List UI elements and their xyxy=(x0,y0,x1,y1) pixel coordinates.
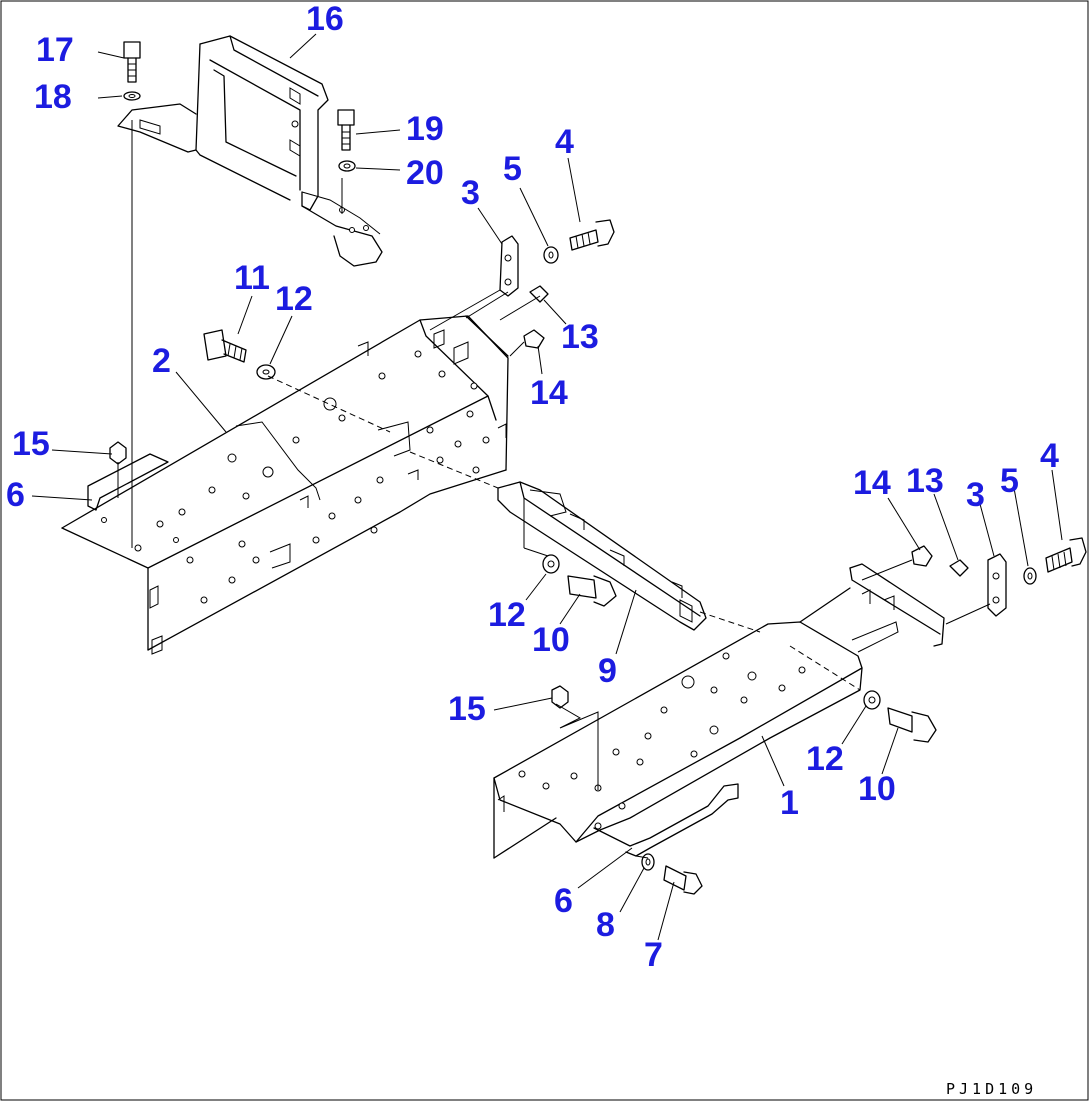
callout-13b: 13 xyxy=(906,462,944,500)
bolt-10a xyxy=(567,575,617,607)
plate-3a xyxy=(499,235,519,297)
washer-20 xyxy=(338,160,356,172)
leader-lines xyxy=(31,33,1063,941)
callout-15a: 15 xyxy=(12,425,50,463)
nut-15a xyxy=(109,441,127,465)
washer-12a xyxy=(256,364,276,380)
callout-4b: 4 xyxy=(1040,437,1059,475)
callout-13a: 13 xyxy=(561,318,599,356)
callout-11: 11 xyxy=(234,259,270,297)
part-2-frame xyxy=(61,315,509,655)
bolt-4b xyxy=(1045,537,1087,573)
bolt-4a xyxy=(569,219,615,251)
callout-16: 16 xyxy=(306,0,344,38)
washer-12c xyxy=(863,690,881,710)
part-1-frame xyxy=(493,563,945,859)
callout-4a: 4 xyxy=(555,123,574,161)
callout-14a: 14 xyxy=(530,374,568,412)
callout-5b: 5 xyxy=(1000,462,1019,500)
callout-3b: 3 xyxy=(966,476,985,514)
bolt-11 xyxy=(203,329,247,363)
fitting-14b xyxy=(911,545,933,567)
plate-3b xyxy=(987,553,1007,617)
fitting-13b xyxy=(949,559,969,577)
callout-18: 18 xyxy=(34,78,72,116)
bolt-19 xyxy=(337,109,355,151)
bolt-10b xyxy=(887,707,937,743)
callout-6a: 6 xyxy=(6,476,25,514)
callout-15b: 15 xyxy=(448,690,486,728)
washer-12b xyxy=(542,554,560,574)
callout-labels: 17 16 18 19 20 4 5 3 11 12 2 13 14 15 6 … xyxy=(6,0,1059,974)
bolt-17 xyxy=(123,41,141,83)
callout-20: 20 xyxy=(406,154,444,192)
callout-14b: 14 xyxy=(853,464,891,502)
part-16-bracket xyxy=(117,35,383,267)
callout-9: 9 xyxy=(598,652,617,690)
callout-10b: 10 xyxy=(858,770,896,808)
callout-3a: 3 xyxy=(461,174,480,212)
callout-12b: 12 xyxy=(488,596,526,634)
part-9-crossmember xyxy=(497,481,707,631)
callout-5a: 5 xyxy=(503,150,522,188)
washer-18 xyxy=(123,91,141,101)
bolt-7 xyxy=(663,865,703,895)
fitting-13a xyxy=(529,285,549,303)
callout-19: 19 xyxy=(406,110,444,148)
callout-17: 17 xyxy=(36,31,74,69)
callout-8: 8 xyxy=(596,906,615,944)
callout-12a: 12 xyxy=(275,280,313,318)
callout-12c: 12 xyxy=(806,740,844,778)
callout-2: 2 xyxy=(152,342,171,380)
nut-15b xyxy=(551,685,569,709)
assembly-lines xyxy=(117,120,991,859)
fitting-14a xyxy=(523,329,545,349)
callout-7: 7 xyxy=(644,936,663,974)
washer-5b xyxy=(1023,567,1037,585)
washer-8 xyxy=(641,853,655,871)
washer-5a xyxy=(543,246,559,264)
drawing-code: PJ1D109 xyxy=(946,1080,1037,1098)
callout-6b: 6 xyxy=(554,882,573,920)
callout-10a: 10 xyxy=(532,621,570,659)
callout-1: 1 xyxy=(780,784,799,822)
